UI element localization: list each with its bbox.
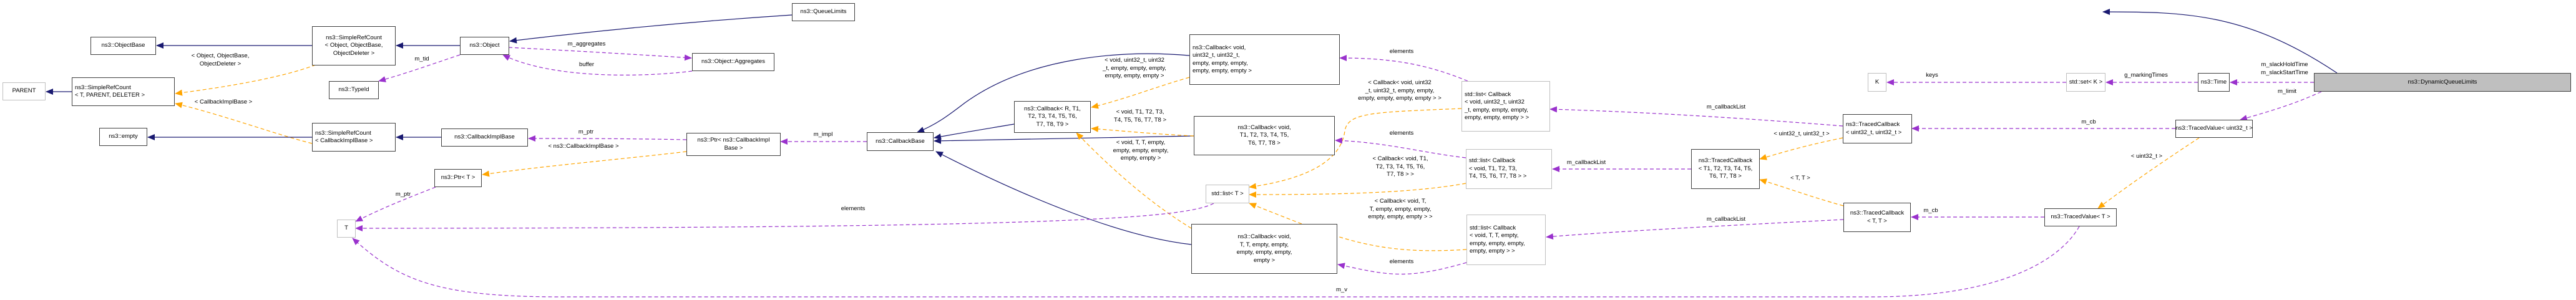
edge-inheritance-callback-uint32-to-callbackbase	[917, 53, 1190, 133]
edge-label: < T, T >	[1790, 175, 1810, 181]
class-node-k[interactable]: K	[1868, 73, 1886, 92]
edge-template-simplerefcount-callbackimplbase-to-simplerefcount-generic	[175, 102, 313, 144]
class-node-empty[interactable]: ns3::empty	[99, 128, 147, 146]
class-node-dynamicqueuelimits[interactable]: ns3::DynamicQueueLimits	[2314, 73, 2571, 92]
edge-usage-list-callback-t1t8-to-callback-t1t8	[1335, 137, 1466, 158]
edge-usage-object-to-typeid	[378, 54, 461, 82]
edge-label: m_callbackList	[1706, 104, 1746, 110]
class-node-ptr-callbackimplbase[interactable]: ns3::Ptr< ns3::CallbackImpl Base >	[686, 133, 781, 156]
class-node-list-callback-t1t8[interactable]: std::list< Callback < void, T1, T2, T3, …	[1466, 149, 1552, 189]
edge-label: < void, uint32_t, uint32 _t, empty, empt…	[1103, 57, 1166, 79]
edge-template-callback-uint32-to-callback-generic	[1091, 77, 1190, 109]
edge-label: m_cb	[2081, 119, 2096, 125]
class-node-t[interactable]: T	[337, 220, 356, 238]
edge-usage-object-to-object-aggregates	[508, 47, 692, 61]
edge-label: m_ptr	[395, 191, 411, 198]
edge-label: m_v	[1336, 286, 1347, 293]
edge-label: elements	[841, 205, 866, 212]
edge-template-callback-t1t8-to-callback-generic	[1091, 125, 1194, 137]
edge-usage-dynamicqueuelimits-to-tracedvalue-uint32	[2240, 91, 2322, 121]
edge-label: < Callback< void, T1, T2, T3, T4, T5, T6…	[1372, 155, 1428, 178]
class-node-callback-tt[interactable]: ns3::Callback< void, T, T, empty, empty,…	[1191, 224, 1337, 274]
class-node-parent[interactable]: PARENT	[2, 82, 46, 100]
class-node-tracedvalue-t[interactable]: ns3::TracedValue< T >	[2044, 208, 2117, 226]
edge-label: m_aggregates	[567, 41, 606, 47]
edge-usage-list-callback-uint32-to-callback-uint32	[1339, 55, 1468, 82]
class-node-tracedcallback-tt[interactable]: ns3::TracedCallback < T, T >	[1843, 203, 1911, 232]
edge-label: m_cb	[1923, 207, 1938, 214]
class-node-callbackimplbase[interactable]: ns3::CallbackImplBase	[441, 128, 528, 147]
edge-label: < ns3::CallbackImplBase >	[548, 143, 619, 150]
class-node-object[interactable]: ns3::Object	[460, 37, 509, 55]
class-node-simplerefcount-generic[interactable]: ns3::SimpleRefCount < T, PARENT, DELETER…	[72, 77, 175, 106]
edge-label: < Callback< void, T, T, empty, empty, em…	[1368, 198, 1433, 220]
class-node-callbackbase[interactable]: ns3::CallbackBase	[867, 132, 934, 151]
edge-label: m_callbackList	[1706, 216, 1746, 223]
edge-inheritance-callback-generic-to-callbackbase	[934, 123, 1015, 140]
class-node-time[interactable]: ns3::Time	[2198, 73, 2230, 92]
edge-label: m_slackHoldTime m_slackStartTime	[2261, 61, 2308, 76]
edge-template-tracedcallback-uint32-to-tracedcallback-t1t8	[1759, 137, 1843, 160]
edge-usage-list-callback-tt-to-callback-tt	[1337, 262, 1467, 275]
edge-usage-tracedcallback-uint32-to-list-callback-uint32	[1549, 106, 1843, 127]
edge-label: m_limit	[2277, 88, 2297, 95]
edge-inheritance-dynamicqueuelimits-to-queuelimits	[2102, 9, 2338, 74]
edge-label: < uint32_t, uint32_t >	[1773, 130, 1830, 137]
edge-label: m_callbackList	[1566, 159, 1606, 166]
edge-label: < CallbackImplBase >	[194, 99, 253, 105]
edge-label: buffer	[578, 61, 595, 68]
edge-template-tracedcallback-tt-to-tracedcallback-t1t8	[1759, 178, 1844, 206]
edge-label: elements	[1389, 48, 1414, 55]
edge-label: < Object, ObjectBase, ObjectDeleter >	[191, 52, 250, 67]
class-node-objectbase[interactable]: ns3::ObjectBase	[90, 37, 156, 55]
edge-label: < uint32_t >	[2130, 153, 2163, 160]
edge-inheritance-queuelimits-to-object	[509, 14, 793, 44]
class-node-object-aggregates[interactable]: ns3::Object::Aggregates	[692, 53, 774, 71]
class-node-simplerefcount-callbackimplbase[interactable]: ns3::SimpleRefCount < CallbackImplBase >	[312, 123, 396, 152]
edge-label: < void, T1, T2, T3, T4, T5, T6, T7, T8 >	[1113, 109, 1167, 123]
class-node-ptr-t[interactable]: ns3::Ptr< T >	[434, 169, 482, 187]
class-node-typeid[interactable]: ns3::TypeId	[329, 81, 379, 99]
edge-label: g_markingTimes	[2124, 72, 2168, 79]
class-node-callback-uint32[interactable]: ns3::Callback< void, uint32_t, uint32_t,…	[1189, 34, 1340, 85]
edge-label: < Callback< void, uint32 _t, uint32_t, e…	[1358, 79, 1442, 102]
edge-label: elements	[1389, 130, 1414, 137]
class-node-list-callback-uint32[interactable]: std::list< Callback < void, uint32_t, ui…	[1461, 81, 1550, 132]
edge-inheritance-callback-t1t8-to-callbackbase	[934, 135, 1194, 144]
class-node-set-k[interactable]: std::set< K >	[2066, 73, 2105, 92]
edge-usage-ptr-callbackimplbase-to-callbackimplbase	[528, 135, 687, 142]
class-node-tracedvalue-uint32[interactable]: ns3::TracedValue< uint32_t >	[2175, 120, 2253, 138]
class-node-callback-generic[interactable]: ns3::Callback< R, T1, T2, T3, T4, T5, T6…	[1014, 101, 1091, 133]
edge-usage-ptr-t-to-t	[355, 186, 436, 222]
edge-label: elements	[1389, 258, 1414, 265]
edge-template-callback-tt-to-callback-generic	[1076, 132, 1192, 229]
edge-template-list-callback-uint32-to-list-t	[1249, 108, 1462, 190]
class-node-tracedcallback-t1t8[interactable]: ns3::TracedCallback < T1, T2, T3, T4, T5…	[1691, 149, 1760, 189]
edge-template-tracedvalue-uint32-to-tracedvalue-t	[2097, 137, 2200, 209]
class-node-simplerefcount-object[interactable]: ns3::SimpleRefCount < Object, ObjectBase…	[312, 26, 396, 65]
edge-usage-object-aggregates-to-object	[502, 54, 693, 75]
edge-label: m_impl	[813, 131, 833, 138]
class-node-list-callback-tt[interactable]: std::list< Callback < void, T, T, empty,…	[1466, 215, 1546, 265]
edge-template-ptr-callbackimplbase-to-ptr-t	[482, 151, 687, 177]
class-node-queuelimits[interactable]: ns3::QueueLimits	[792, 3, 855, 21]
class-node-tracedcallback-uint32[interactable]: ns3::TracedCallback < uint32_t, uint32_t…	[1843, 114, 1912, 143]
edge-usage-tracedvalue-t-to-t	[352, 226, 2080, 298]
edge-template-simplerefcount-object-to-simplerefcount-generic	[175, 64, 316, 96]
edge-usage-tracedcallback-tt-to-list-callback-tt	[1546, 219, 1844, 240]
class-node-callback-t1t8[interactable]: ns3::Callback< void, T1, T2, T3, T4, T5,…	[1194, 116, 1335, 155]
edge-inheritance-callback-tt-to-callbackbase	[935, 151, 1192, 245]
edge-label: m_ptr	[578, 128, 594, 135]
edge-usage-list-t-to-t	[355, 203, 1214, 231]
edge-label: keys	[1926, 72, 1938, 79]
edge-label: m_tid	[414, 56, 429, 62]
edge-template-list-callback-t1t8-to-list-t	[1249, 183, 1466, 198]
class-node-list-t[interactable]: std::list< T >	[1206, 185, 1249, 203]
edge-template-list-callback-tt-to-list-t	[1249, 203, 1467, 251]
edge-label: < void, T, T, empty, empty, empty, empty…	[1113, 139, 1169, 162]
